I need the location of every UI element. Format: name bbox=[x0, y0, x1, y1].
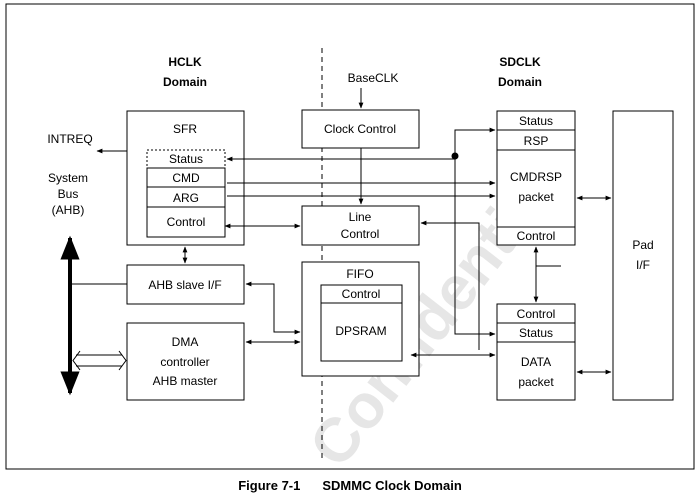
figure-caption: Figure 7-1 SDMMC Clock Domain bbox=[0, 478, 700, 493]
cmdrsp-block: Status RSP CMDRSP packet Control bbox=[496, 110, 576, 246]
cmdrsp-packet-line2: packet bbox=[518, 190, 554, 204]
sdclk-subtitle: Domain bbox=[498, 75, 542, 89]
ahb-slave-block: AHB slave I/F bbox=[126, 264, 245, 305]
data-block: Control Status DATA packet bbox=[496, 303, 576, 401]
data-packet-line1: DATA bbox=[521, 355, 551, 369]
data-control: Control bbox=[517, 307, 556, 321]
cmdrsp-control: Control bbox=[517, 229, 556, 243]
sfr-arg: ARG bbox=[173, 191, 199, 205]
sfr-status: Status bbox=[169, 152, 203, 166]
pad-line1: Pad bbox=[632, 238, 653, 252]
figure-title: SDMMC Clock Domain bbox=[322, 478, 462, 493]
line-control-line2: Control bbox=[341, 227, 380, 241]
cmdrsp-rsp: RSP bbox=[524, 134, 549, 148]
dma-line1: DMA bbox=[172, 335, 199, 349]
data-packet-line2: packet bbox=[518, 375, 554, 389]
dma-line3: AHB master bbox=[153, 374, 218, 388]
baseclk-label: BaseCLK bbox=[348, 71, 399, 85]
fifo-block: FIFO Control DPSRAM bbox=[301, 261, 420, 377]
fifo-control: Control bbox=[342, 287, 381, 301]
line-control-line1: Line bbox=[349, 210, 372, 224]
fifo-dpsram: DPSRAM bbox=[335, 324, 386, 338]
data-status: Status bbox=[519, 326, 553, 340]
sfr-title: SFR bbox=[173, 122, 197, 136]
pad-if-block: Pad I/F bbox=[612, 110, 674, 401]
clock-control-block: Clock Control bbox=[301, 109, 420, 149]
bus-dma-hollow-arrow bbox=[72, 350, 127, 371]
clock-control-label: Clock Control bbox=[324, 122, 396, 136]
dma-block: DMA controller AHB master bbox=[126, 322, 245, 401]
sfr-block: SFR Status CMD ARG Control bbox=[126, 110, 245, 246]
line-control-block: Line Control bbox=[301, 205, 420, 246]
sfr-cmd: CMD bbox=[172, 171, 200, 185]
hclk-subtitle: Domain bbox=[163, 75, 207, 89]
pad-line2: I/F bbox=[636, 258, 650, 272]
figure-frame bbox=[5, 3, 695, 470]
dma-line2: controller bbox=[160, 355, 209, 369]
sdclk-title: SDCLK bbox=[499, 55, 541, 69]
fifo-title: FIFO bbox=[346, 267, 373, 281]
system-bus-label-2: Bus bbox=[58, 187, 79, 201]
intreq-label: INTREQ bbox=[47, 132, 92, 146]
system-bus-label-1: System bbox=[48, 171, 88, 185]
sfr-control: Control bbox=[167, 215, 206, 229]
cmdrsp-status: Status bbox=[519, 114, 553, 128]
hclk-title: HCLK bbox=[168, 55, 202, 69]
ahb-slave-label: AHB slave I/F bbox=[148, 278, 221, 292]
system-bus-label-3: (AHB) bbox=[52, 203, 85, 217]
cmdrsp-packet-line1: CMDRSP bbox=[510, 170, 562, 184]
figure-number: Figure 7-1 bbox=[238, 478, 301, 493]
